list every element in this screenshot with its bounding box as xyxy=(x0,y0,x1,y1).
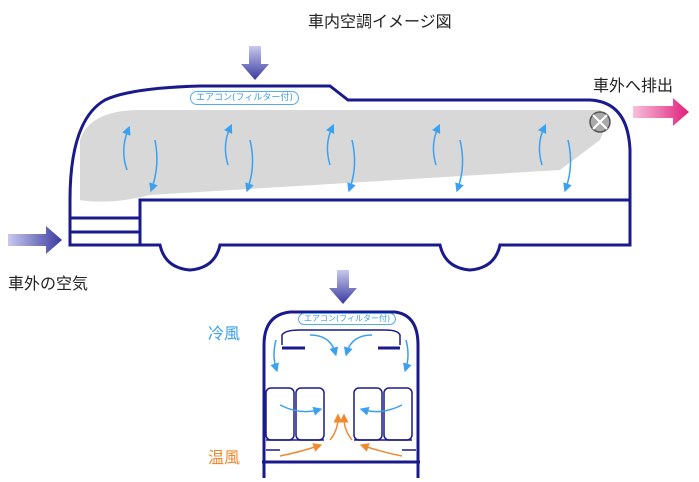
cool-air-flow-arrows xyxy=(122,123,572,193)
intake-down-arrow xyxy=(241,46,269,80)
bus-front-view xyxy=(262,310,420,478)
exhaust-label: 車外へ排出 xyxy=(593,76,674,95)
bus-side-view xyxy=(68,84,632,272)
aircon-label-side: エアコン(フィルター付) xyxy=(190,91,299,105)
diagram-title: 車内空調イメージ図 xyxy=(308,12,452,31)
exhaust-arrow xyxy=(633,98,689,126)
aircon-label-front: エアコン(フィルター付) xyxy=(298,313,397,325)
outside-air-label: 車外の空気 xyxy=(8,274,89,293)
exhaust-fan-icon xyxy=(589,111,611,133)
warm-air-label: 温風 xyxy=(208,448,241,467)
cool-air-label: 冷風 xyxy=(208,324,241,343)
intake-left-arrow xyxy=(8,226,62,254)
front-intake-arrow xyxy=(329,270,357,304)
